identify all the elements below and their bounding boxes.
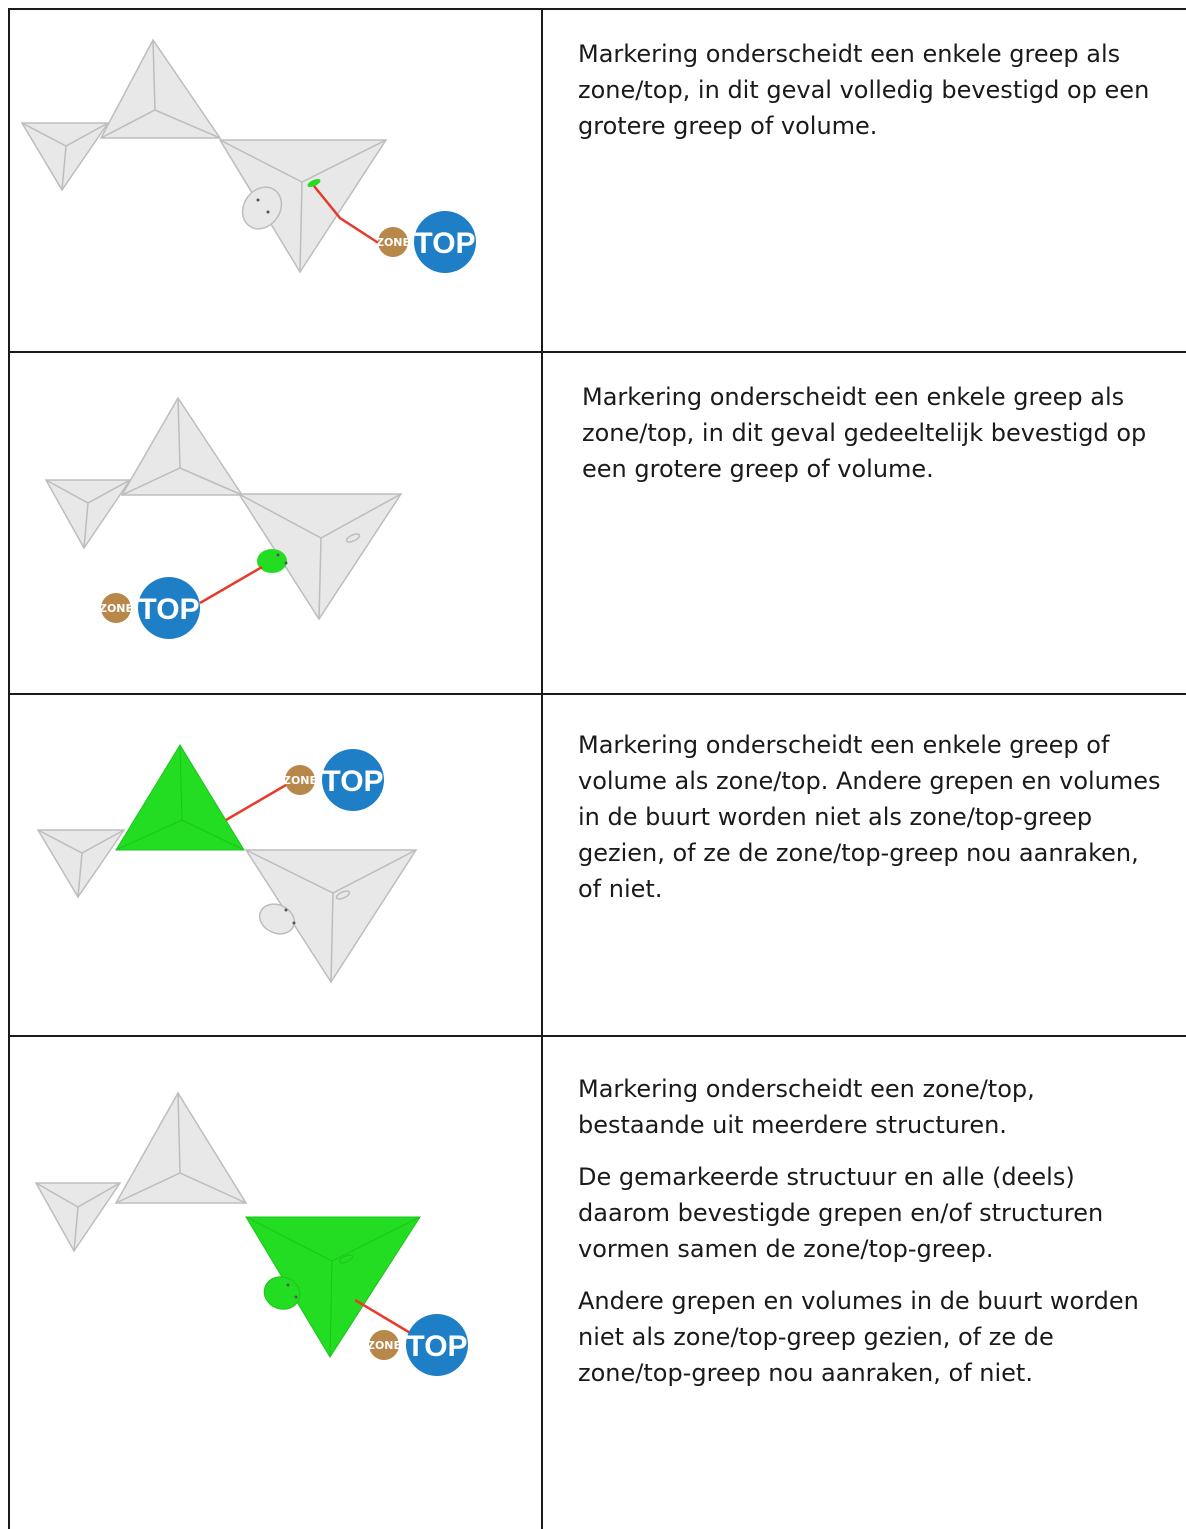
svg-text:ZONE: ZONE: [367, 1339, 401, 1352]
illustration-single-volume: ZONE TOP: [10, 695, 541, 1035]
svg-text:ZONE: ZONE: [376, 236, 410, 249]
table-row: ZONE TOP Markering onderscheidt een enke…: [10, 695, 1186, 1035]
row-divider: [8, 351, 1186, 353]
svg-text:TOP: TOP: [322, 765, 383, 798]
marker-line: [313, 185, 381, 246]
row-description: Markering onderscheidt een enkele greep …: [578, 727, 1168, 923]
illustration-partial-attached: ZONE TOP: [10, 353, 541, 693]
table-column-divider: [541, 8, 543, 1529]
marker-line: [354, 1298, 413, 1336]
marker-line: [199, 565, 263, 605]
table-border-top: [8, 8, 1186, 10]
marked-hold: [307, 178, 321, 188]
svg-text:ZONE: ZONE: [99, 602, 133, 615]
table-row: ZONE TOP Markering onderscheidt een enke…: [10, 353, 1186, 693]
marked-hold: [263, 1276, 301, 1310]
table-row: ZONE TOP Markering onderscheidt een zone…: [10, 1037, 1186, 1529]
svg-text:TOP: TOP: [138, 593, 199, 626]
row-description: Markering onderscheidt een enkele greep …: [582, 379, 1162, 503]
description-paragraph: Markering onderscheidt een enkele greep …: [578, 40, 1150, 140]
svg-text:ZONE: ZONE: [283, 774, 317, 787]
marked-volume: [115, 744, 245, 851]
description-paragraph: Andere grepen en volumes in de buurt wor…: [578, 1287, 1139, 1387]
row-description: Markering onderscheidt een enkele greep …: [578, 36, 1158, 160]
zone-top-badge: ZONE TOP: [99, 577, 200, 639]
marker-line: [225, 783, 287, 822]
row-description: Markering onderscheidt een zone/top, bes…: [578, 1071, 1158, 1407]
zone-top-badge: ZONE TOP: [367, 1314, 468, 1376]
marked-hold: [257, 549, 287, 573]
illustration-multiple-structures: ZONE TOP: [10, 1037, 541, 1529]
description-paragraph: Markering onderscheidt een enkele greep …: [582, 383, 1147, 483]
svg-text:TOP: TOP: [406, 1330, 467, 1363]
table-border-left: [8, 8, 10, 1529]
description-paragraph: Markering onderscheidt een enkele greep …: [578, 731, 1161, 903]
row-divider: [8, 1035, 1186, 1037]
description-paragraph: Markering onderscheidt een zone/top, bes…: [578, 1075, 1035, 1139]
description-paragraph: De gemarkeerde structuur en alle (deels)…: [578, 1163, 1104, 1263]
illustration-full-attached: ZONE TOP: [10, 10, 541, 351]
svg-text:TOP: TOP: [414, 227, 475, 260]
zone-top-badge: ZONE TOP: [376, 211, 476, 273]
zone-top-badge: ZONE TOP: [283, 749, 384, 811]
table-row: ZONE TOP Markering onderscheidt een enke…: [10, 10, 1186, 351]
row-divider: [8, 693, 1186, 695]
